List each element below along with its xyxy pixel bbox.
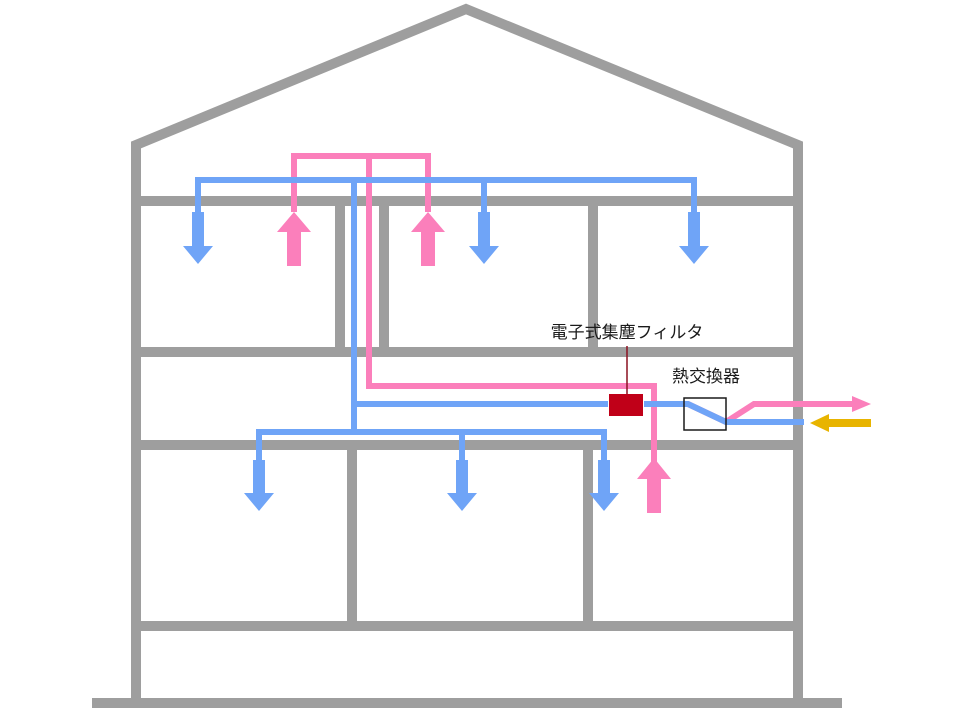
exhaust-air-arrows xyxy=(277,212,671,513)
outdoor-air-intake-arrow-icon xyxy=(810,414,871,432)
supply-air-arrow-icon xyxy=(244,460,274,511)
heat-exchanger-label: 熱交換器 xyxy=(672,367,740,387)
supply-duct-network xyxy=(195,177,804,460)
house-structure xyxy=(92,3,842,708)
supply-air-arrow-icon xyxy=(447,460,477,511)
supply-air-arrow-icon xyxy=(469,212,499,264)
roof-and-outer-walls xyxy=(131,3,803,698)
exhaust-duct-main-run xyxy=(366,156,657,462)
supply-duct-upper-header xyxy=(195,177,697,212)
exhaust-air-arrow-icon xyxy=(637,458,671,513)
exhaust-air-arrow-icon xyxy=(277,212,311,266)
exhaust-to-outside-arrow-icon xyxy=(852,396,871,412)
exhaust-air-arrow-icon xyxy=(411,212,445,266)
supply-air-arrow-icon xyxy=(183,212,213,264)
supply-duct-through-exchanger xyxy=(644,401,804,425)
exhaust-duct-upper-loop xyxy=(291,153,431,212)
heat-exchanger-icon xyxy=(683,397,727,431)
supply-air-arrows xyxy=(183,212,709,511)
supply-duct-lower-header xyxy=(256,429,607,460)
supply-air-arrow-icon xyxy=(679,212,709,264)
supply-air-arrow-icon xyxy=(589,460,619,511)
electronic-dust-filter-icon xyxy=(609,394,643,416)
filter-label: 電子式集塵フィルタ xyxy=(551,323,704,343)
